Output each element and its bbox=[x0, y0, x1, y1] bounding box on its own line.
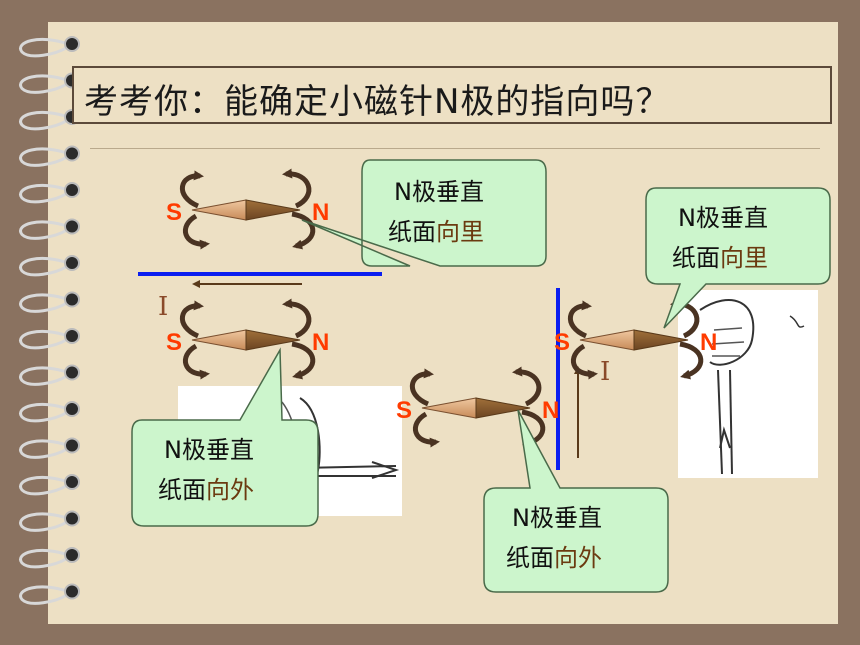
binding-hole bbox=[64, 437, 80, 454]
callout-3-prefix: 纸面 bbox=[158, 476, 206, 504]
page-title: 考考你：能确定小磁针N极的指向吗？ bbox=[84, 82, 671, 122]
callout-4-prefix: 纸面 bbox=[506, 544, 554, 572]
binding-hole bbox=[64, 218, 80, 235]
binding-hole bbox=[64, 364, 80, 381]
callout-1-prefix: 纸面 bbox=[388, 218, 436, 246]
callout-2-direction: 向里 bbox=[720, 244, 768, 272]
binding-hole bbox=[64, 36, 80, 52]
spiral-ring bbox=[19, 439, 69, 459]
svg-text:纸面向外: 纸面向外 bbox=[158, 476, 254, 504]
pole-label-north: N bbox=[700, 329, 717, 356]
pole-label-south: S bbox=[166, 199, 182, 226]
spiral-ring bbox=[19, 329, 69, 350]
current-label-right: I bbox=[600, 357, 610, 387]
svg-text:纸面向里: 纸面向里 bbox=[672, 244, 768, 272]
svg-text:N极垂直: N极垂直 bbox=[164, 436, 254, 464]
binding-hole bbox=[64, 510, 80, 527]
spiral-ring bbox=[19, 585, 69, 605]
rotation-arrow-north-top bbox=[282, 298, 312, 339]
spiral-ring bbox=[19, 402, 69, 423]
spiral-ring bbox=[19, 548, 69, 569]
title-box: 考考你：能确定小磁针N极的指向吗？ bbox=[72, 66, 832, 124]
rotation-arrow-north-top bbox=[512, 366, 542, 407]
rotation-arrow-north-top bbox=[282, 168, 312, 209]
pole-label-north: N bbox=[312, 329, 329, 356]
callout-4: N极垂直 纸面向外 bbox=[483, 409, 669, 593]
pole-label-north: N bbox=[312, 199, 329, 226]
callout-2: N极垂直 纸面向里 bbox=[645, 187, 831, 329]
rotation-arrow-south-top bbox=[179, 170, 204, 209]
callout-4-direction: 向外 bbox=[554, 544, 602, 572]
callout-1: N极垂直 纸面向里 bbox=[301, 159, 547, 267]
svg-text:纸面向外: 纸面向外 bbox=[506, 544, 602, 572]
rotation-arrow-south-top bbox=[567, 300, 592, 339]
callout-2-line1: N极垂直 bbox=[678, 204, 768, 232]
rotation-arrow-south bbox=[182, 213, 210, 250]
svg-text:纸面向里: 纸面向里 bbox=[388, 218, 484, 246]
callout-1-direction: 向里 bbox=[436, 218, 484, 246]
svg-text:N极垂直: N极垂直 bbox=[678, 204, 768, 232]
callout-4-line1: N极垂直 bbox=[512, 504, 602, 532]
spiral-ring bbox=[19, 183, 69, 204]
spiral-ring bbox=[19, 512, 69, 532]
spiral-ring bbox=[19, 293, 69, 313]
spiral-ring bbox=[19, 256, 69, 277]
callout-3: N极垂直 纸面向外 bbox=[131, 347, 319, 527]
spiral-ring bbox=[19, 147, 69, 167]
spiral-ring bbox=[19, 37, 69, 58]
binding-hole bbox=[64, 328, 80, 344]
divider bbox=[90, 148, 820, 149]
rotation-arrow-south bbox=[570, 343, 598, 380]
binding-hole bbox=[64, 401, 80, 417]
callout-3-line1: N极垂直 bbox=[164, 436, 254, 464]
svg-text:N极垂直: N极垂直 bbox=[512, 504, 602, 532]
binding-hole bbox=[64, 474, 80, 490]
spiral-ring bbox=[19, 74, 69, 94]
binding-hole bbox=[64, 583, 80, 600]
binding-hole bbox=[64, 291, 80, 308]
callout-2-prefix: 纸面 bbox=[672, 244, 720, 272]
pole-label-south: S bbox=[166, 329, 182, 356]
binding-hole bbox=[64, 547, 80, 563]
svg-text:N极垂直: N极垂直 bbox=[394, 178, 484, 206]
rotation-arrow-south bbox=[182, 343, 210, 380]
rotation-arrow-north bbox=[291, 341, 316, 380]
rotation-arrow-south bbox=[412, 411, 440, 448]
binding-hole bbox=[64, 255, 80, 271]
callout-1-line1: N极垂直 bbox=[394, 178, 484, 206]
callout-3-direction: 向外 bbox=[206, 476, 254, 504]
spiral-ring bbox=[19, 110, 69, 131]
rotation-arrow-south-top bbox=[179, 300, 204, 339]
spiral-ring bbox=[19, 220, 69, 240]
binding-hole bbox=[64, 145, 80, 162]
rotation-arrow-north bbox=[291, 211, 316, 250]
rotation-arrow-south-top bbox=[409, 368, 434, 407]
current-label-left: I bbox=[158, 292, 168, 322]
rotation-arrow-north bbox=[679, 341, 704, 380]
spiral-ring bbox=[19, 366, 69, 386]
hand-photo-right bbox=[678, 290, 818, 478]
pole-label-south: S bbox=[396, 397, 412, 424]
spiral-ring bbox=[19, 475, 69, 496]
binding-hole bbox=[64, 182, 80, 198]
pole-label-south: S bbox=[554, 329, 570, 356]
pole-label-north: N bbox=[542, 397, 559, 424]
